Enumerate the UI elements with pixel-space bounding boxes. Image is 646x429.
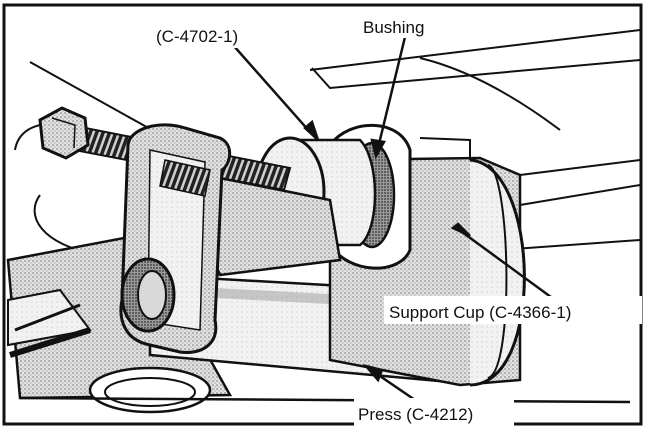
press-label: Press (C-4212)	[358, 405, 473, 424]
bushing-label: Bushing	[363, 18, 424, 37]
support-cup-label-bg	[384, 296, 642, 324]
tool-number-leader	[232, 44, 311, 133]
support-cup-label: Support Cup (C-4366-1)	[389, 303, 571, 322]
press-yoke	[119, 123, 232, 355]
figure-border	[2, 3, 643, 426]
tool-number-arrowhead	[303, 119, 320, 141]
support-cup-arrowhead	[450, 222, 471, 238]
press-leader	[373, 370, 419, 404]
bushing-leader	[376, 36, 407, 149]
press-arrowhead	[362, 363, 384, 383]
tool-number-label: (C-4702-1)	[156, 27, 238, 46]
bushing-arrowhead	[370, 138, 386, 160]
leader-lines	[232, 36, 556, 404]
press-label-bg	[354, 398, 514, 426]
support-cup-leader	[461, 230, 556, 302]
tool-number-label-bg	[150, 20, 272, 48]
bushing-label-bg	[356, 12, 448, 38]
